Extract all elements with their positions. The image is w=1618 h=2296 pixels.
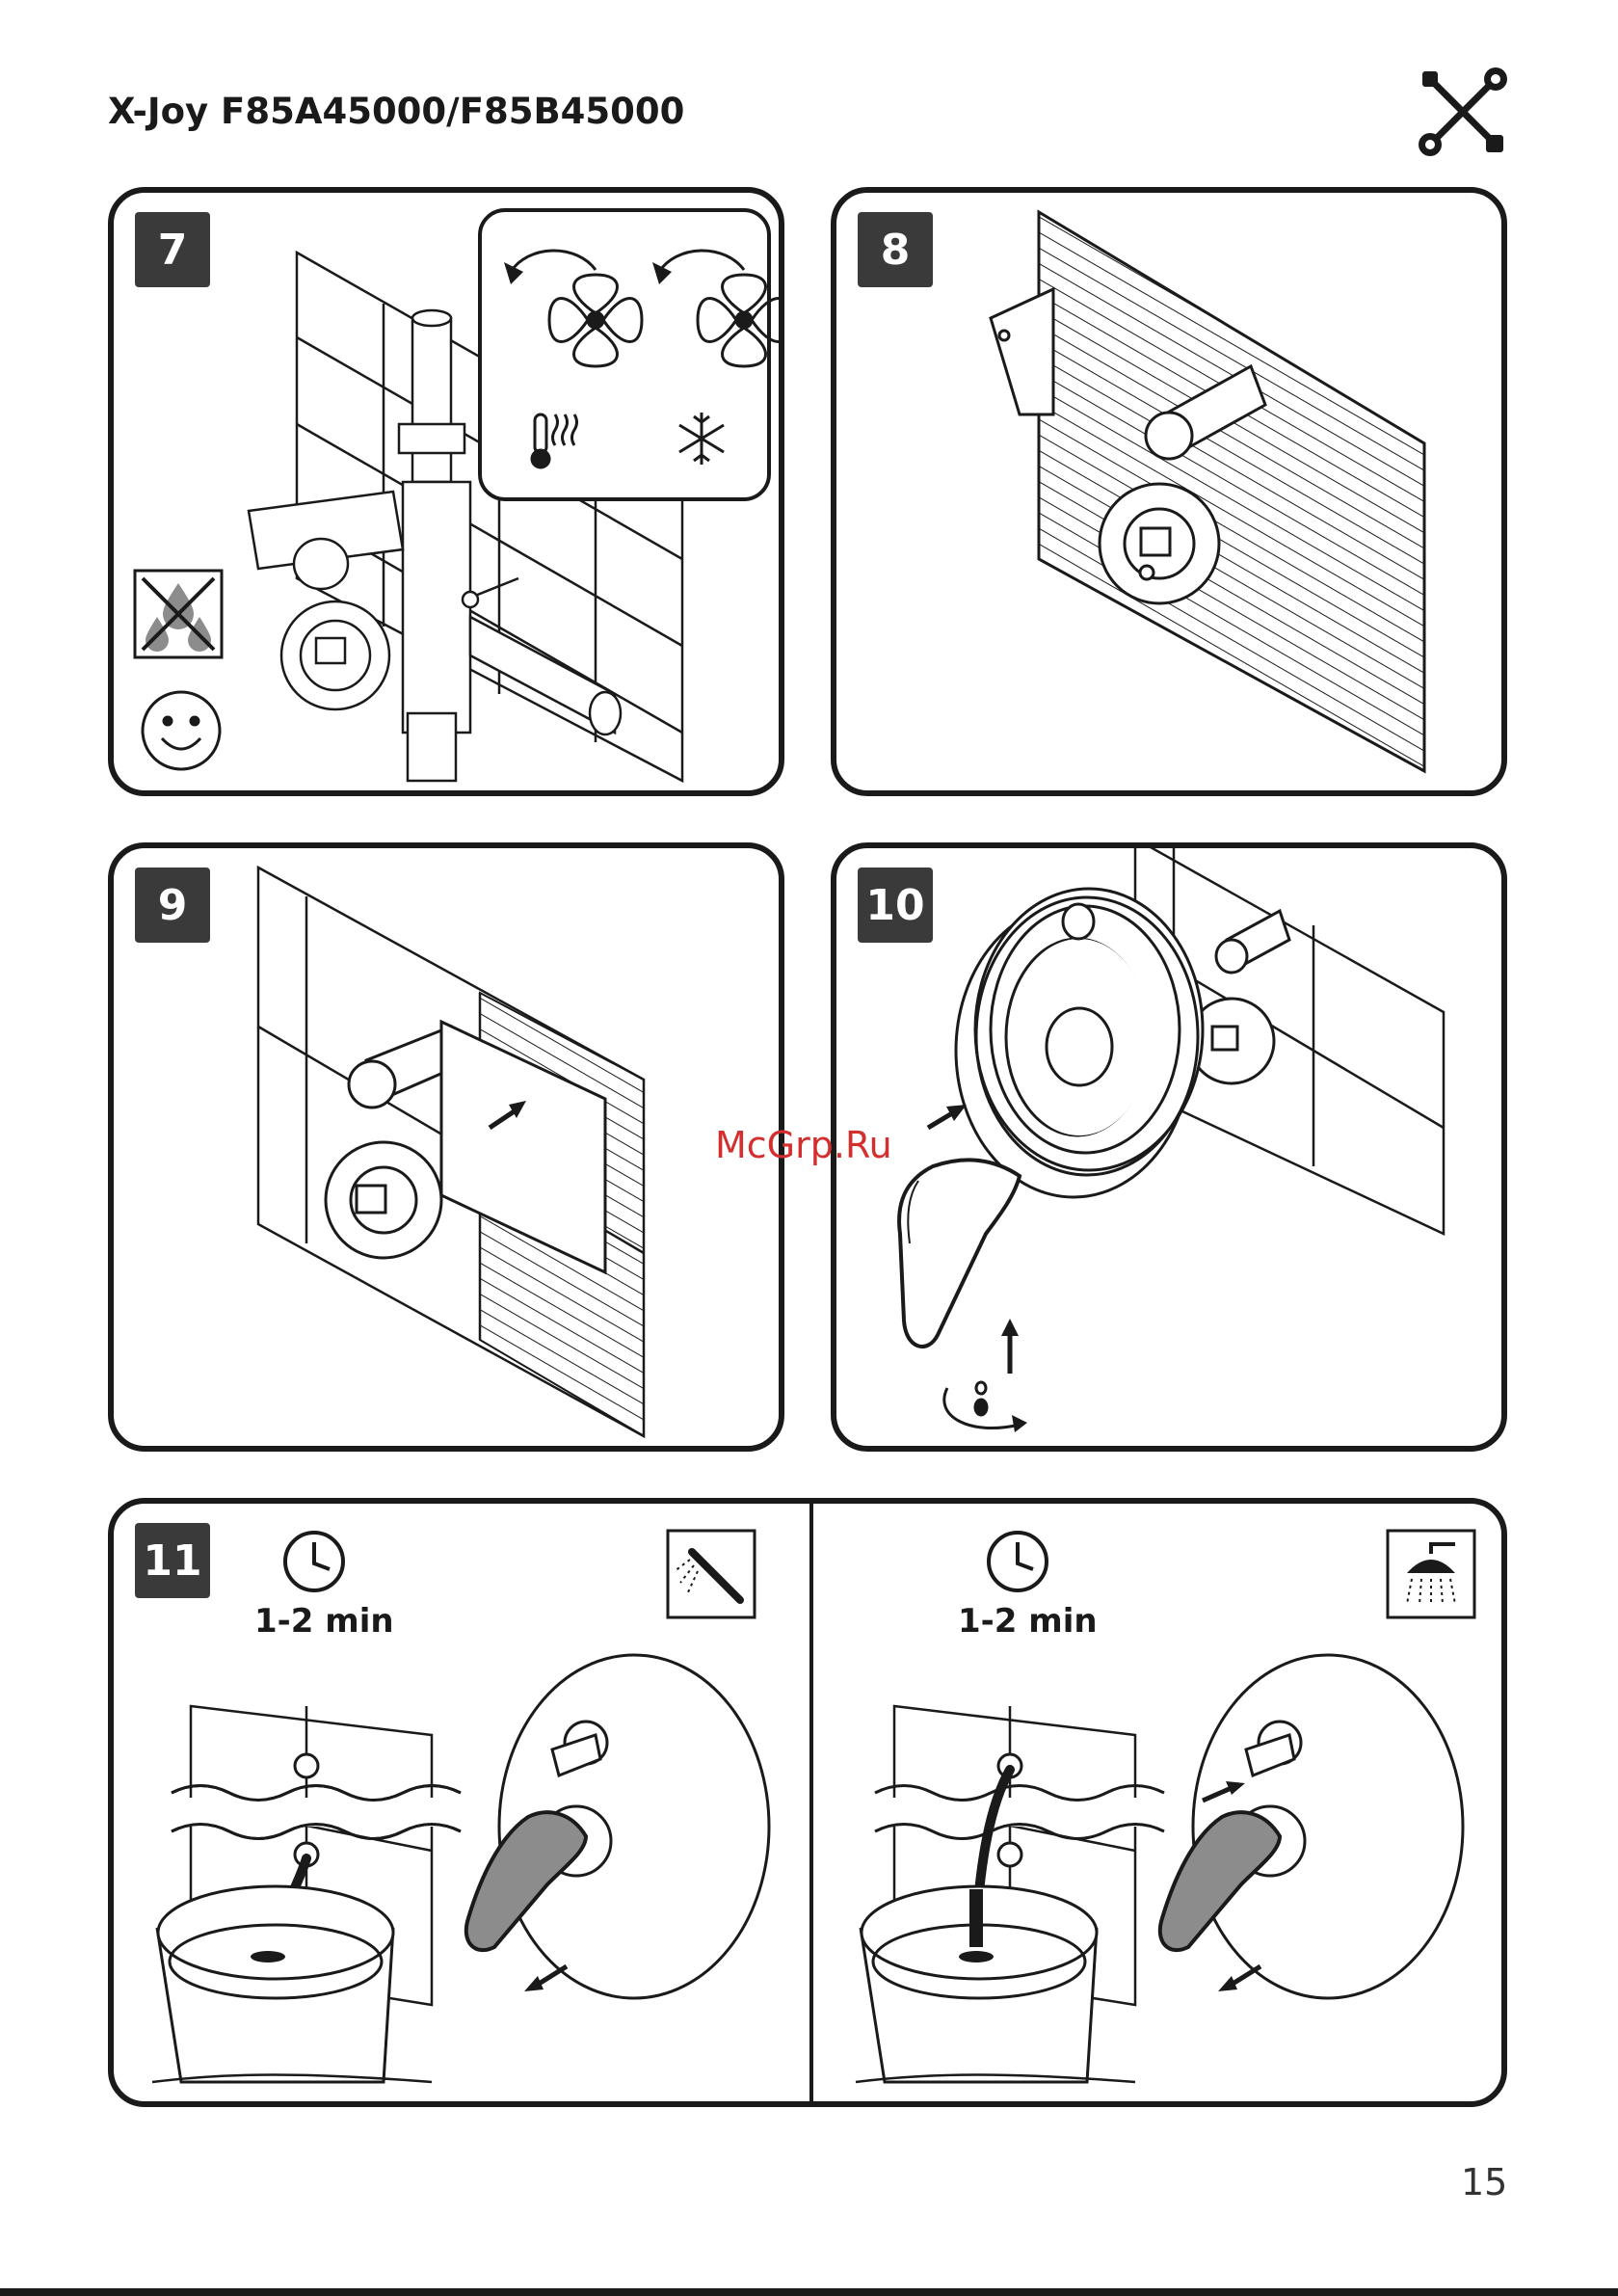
step-7-illustration	[114, 193, 784, 796]
step-number-badge: 10	[858, 868, 933, 943]
bottom-rule	[0, 2288, 1618, 2296]
step-8-illustration	[836, 193, 1507, 796]
time-label-right: 1-2 min	[958, 1602, 1098, 1641]
step-10-illustration	[836, 848, 1507, 1452]
watermark: McGrp.Ru	[715, 1124, 892, 1166]
step-11-panel: 11 1-2 min 1-2 min	[108, 1498, 1507, 2107]
tools-icon	[1417, 66, 1509, 158]
hand-shower-icon	[668, 1531, 755, 1617]
step-11-illustration	[114, 1504, 1507, 2107]
step-number-badge: 7	[135, 212, 210, 287]
overhead-shower-icon	[1388, 1531, 1474, 1617]
step-10-panel: 10	[831, 842, 1507, 1452]
clock-icon	[285, 1533, 343, 1590]
step-9-panel: 9	[108, 842, 784, 1452]
step-8-panel: 8	[831, 187, 1507, 796]
clock-icon	[989, 1533, 1047, 1590]
step-number-badge: 11	[135, 1523, 210, 1598]
page-title: X-Joy F85A45000/F85B45000	[108, 91, 684, 132]
step-9-illustration	[114, 848, 784, 1452]
step-7-panel: 7	[108, 187, 784, 796]
step-number-badge: 9	[135, 868, 210, 943]
step-number-badge: 8	[858, 212, 933, 287]
smiley-icon	[143, 692, 220, 769]
no-water-drops-icon	[135, 571, 222, 657]
time-label-left: 1-2 min	[254, 1602, 394, 1641]
page-number: 15	[1461, 2161, 1507, 2203]
